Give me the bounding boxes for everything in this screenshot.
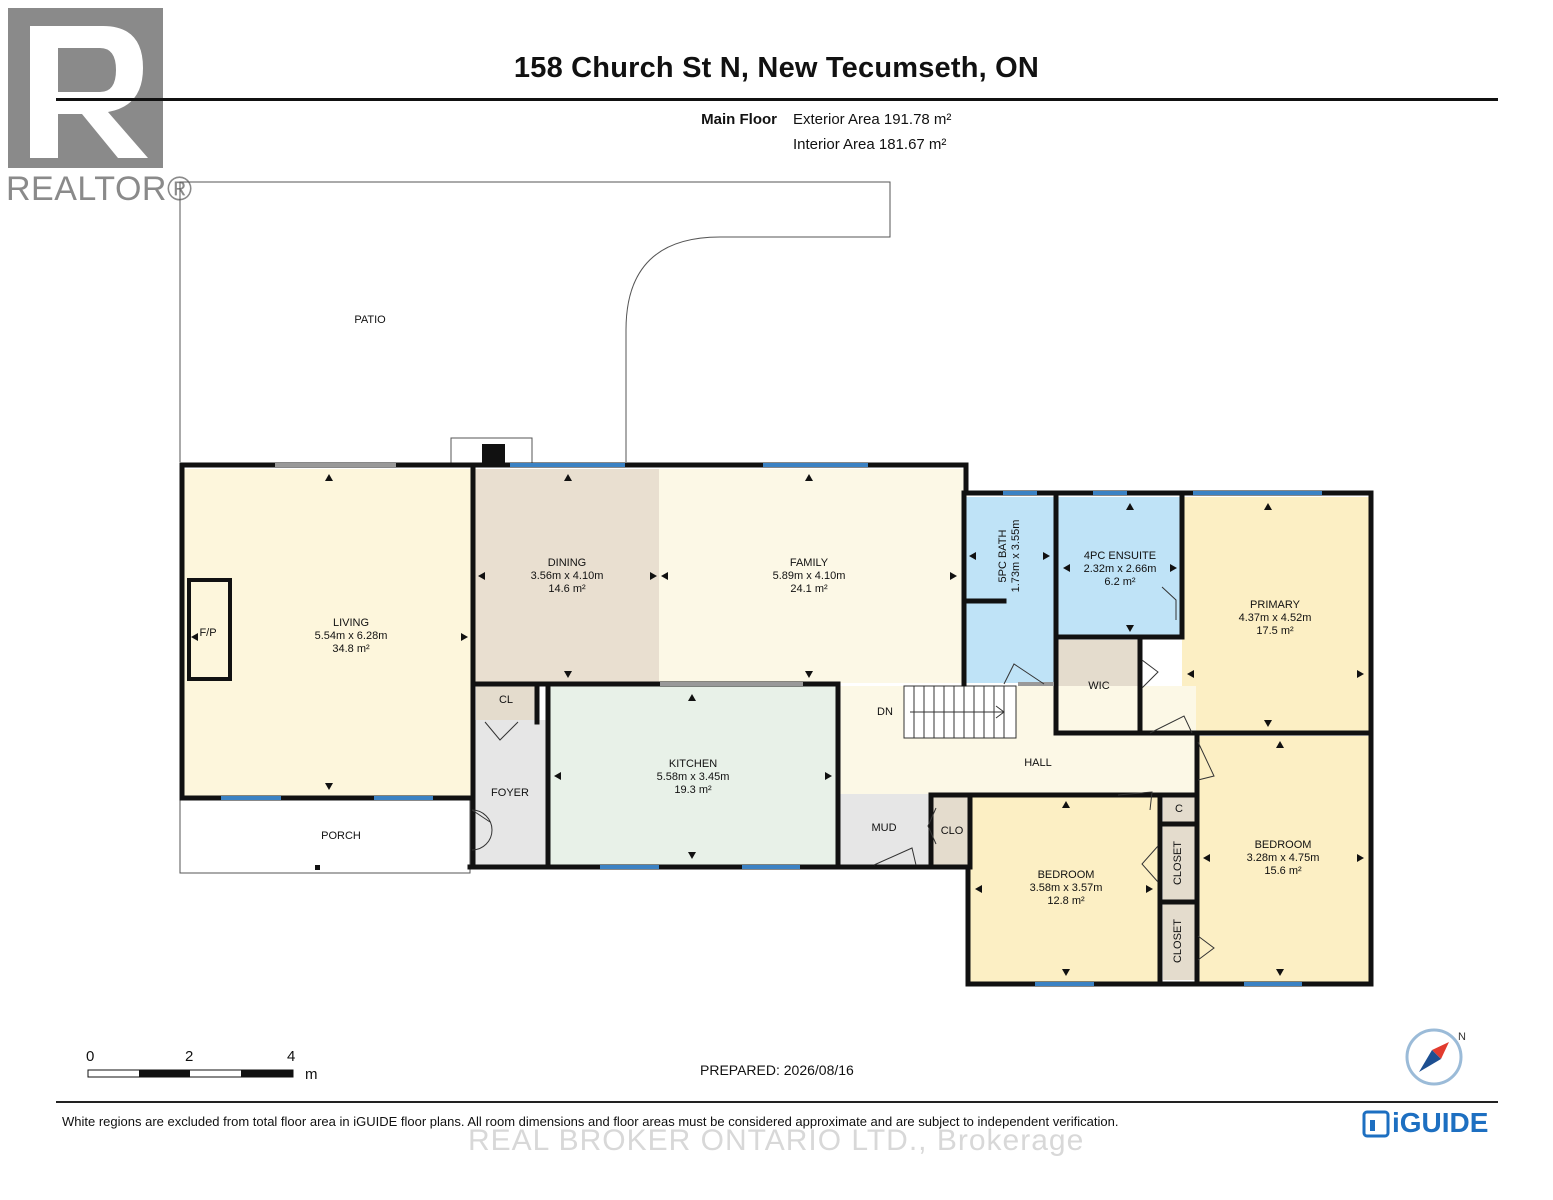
fireplace (187, 578, 232, 681)
label-closet-b: CLOSET (1172, 919, 1184, 964)
doors (471, 586, 1215, 961)
room-cl (476, 686, 536, 720)
room-bedroom-1 (970, 797, 1160, 982)
chimney (482, 444, 505, 466)
room-dining (473, 469, 659, 683)
title-divider (56, 98, 1498, 101)
room-family (659, 469, 964, 683)
compass-icon: N (1405, 1028, 1466, 1086)
room-5pc-bath (966, 497, 1055, 683)
porch-post (315, 865, 320, 870)
room-clo (933, 797, 970, 865)
scale-unit: m (305, 1066, 318, 1083)
label-porch: PORCH (321, 830, 361, 842)
label-clo: CLO (940, 825, 964, 837)
room-kitchen (549, 686, 837, 865)
stairs (903, 685, 1017, 739)
brokerage-watermark: REAL BROKER ONTARIO LTD., Brokerage (468, 1124, 1085, 1157)
label-mud: MUD (871, 822, 897, 834)
prepared-date: PREPARED: 2026/08/16 (700, 1062, 854, 1078)
windows (221, 463, 1322, 986)
openings (275, 463, 1054, 686)
svg-text:N: N (1458, 1031, 1466, 1043)
page-title: 158 Church St N, New Tecumseth, ON (513, 52, 1040, 84)
scale-tick-4: 4 (287, 1048, 296, 1065)
walls (179, 462, 1374, 987)
iguide-icon (1362, 1110, 1390, 1138)
room-foyer (473, 720, 547, 865)
room-4pc-ensuite (1058, 497, 1182, 637)
label-patio: PATIO (354, 314, 386, 326)
room-closet-a (1163, 826, 1196, 901)
scale-tick-2: 2 (185, 1048, 194, 1065)
realtor-wordmark: REALTOR® (6, 170, 193, 208)
footer-divider (56, 1101, 1498, 1103)
room-closet-b (1163, 904, 1196, 980)
room-bedroom-2 (1199, 736, 1369, 982)
room-c (1163, 796, 1196, 823)
patio-outline (179, 181, 891, 462)
label-dn: DN (877, 706, 893, 718)
label-hall: HALL (1024, 757, 1052, 769)
label-cl: CL (498, 694, 514, 706)
floor-label: Main Floor (701, 111, 777, 128)
room-mud (838, 794, 931, 865)
scale-bar (87, 1069, 294, 1078)
label-closet-a: CLOSET (1172, 841, 1184, 886)
dimension-arrows (191, 474, 1364, 976)
label-fireplace: F/P (199, 627, 217, 639)
footnote: White regions are excluded from total fl… (62, 1114, 1119, 1129)
room-hall (838, 686, 1196, 794)
label-c: C (1175, 803, 1183, 815)
realtor-logo (8, 8, 166, 177)
label-wic: WIC (1088, 680, 1110, 692)
iguide-logo: iGUIDE (1392, 1107, 1489, 1138)
room-primary (1182, 497, 1369, 733)
label-foyer: FOYER (491, 787, 529, 799)
porch-outline (179, 799, 471, 874)
room-living (184, 469, 473, 797)
scale-tick-0: 0 (86, 1048, 95, 1065)
exterior-area: Exterior Area 191.78 m² (793, 111, 952, 128)
realtor-r-icon (8, 8, 163, 168)
interior-area: Interior Area 181.67 m² (793, 136, 947, 153)
